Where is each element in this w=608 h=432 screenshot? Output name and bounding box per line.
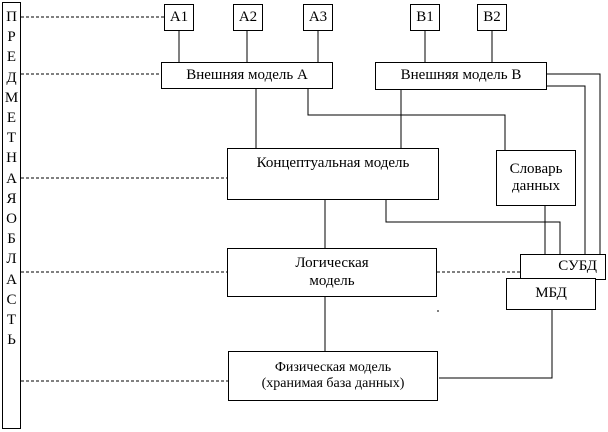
data-dictionary-line2: данных	[512, 178, 560, 194]
user-a1-label: A1	[169, 8, 189, 25]
user-a1-box: A1	[164, 4, 194, 31]
logical-model-box: Логическая модель	[227, 248, 437, 297]
subject-area-strip: ПРЕДМЕТНАЯ ОБЛАСТЬ	[2, 2, 21, 429]
dbms-box: СУБД	[520, 254, 606, 280]
dbms-label: СУБД	[558, 258, 597, 275]
user-b1-box: B1	[410, 4, 440, 31]
user-b1-label: B1	[416, 8, 434, 25]
subject-area-label: ПРЕДМЕТНАЯ ОБЛАСТЬ	[4, 9, 19, 349]
conceptual-model-label: Концептуальная модель	[256, 155, 410, 171]
user-a2-box: A2	[233, 4, 263, 31]
physical-model-line1: Физическая модель	[274, 359, 392, 375]
user-b2-box: B2	[477, 4, 507, 31]
logical-model-line2: модель	[309, 272, 355, 289]
physical-model-box: Физическая модель (хранимая база данных)	[228, 351, 438, 401]
user-a2-label: A2	[238, 8, 258, 25]
logical-model-line1: Логическая	[295, 255, 369, 272]
external-model-b-label: Внешняя модель В	[400, 67, 522, 84]
user-a3-box: A3	[303, 4, 333, 31]
user-a3-label: A3	[308, 8, 328, 25]
conceptual-model-box: Концептуальная модель	[227, 148, 439, 200]
external-model-b-box: Внешняя модель В	[375, 62, 547, 90]
external-model-a-box: Внешняя модель А	[161, 62, 333, 89]
physical-model-line2: (хранимая база данных)	[261, 376, 405, 391]
data-dictionary-line1: Словарь	[509, 160, 563, 177]
db-machine-box: МБД	[506, 278, 596, 310]
user-b2-label: B2	[483, 8, 501, 25]
data-dictionary-box: Словарь данных	[496, 150, 576, 206]
db-machine-label: МБД	[535, 285, 567, 302]
external-model-a-label: Внешняя модель А	[186, 66, 308, 83]
